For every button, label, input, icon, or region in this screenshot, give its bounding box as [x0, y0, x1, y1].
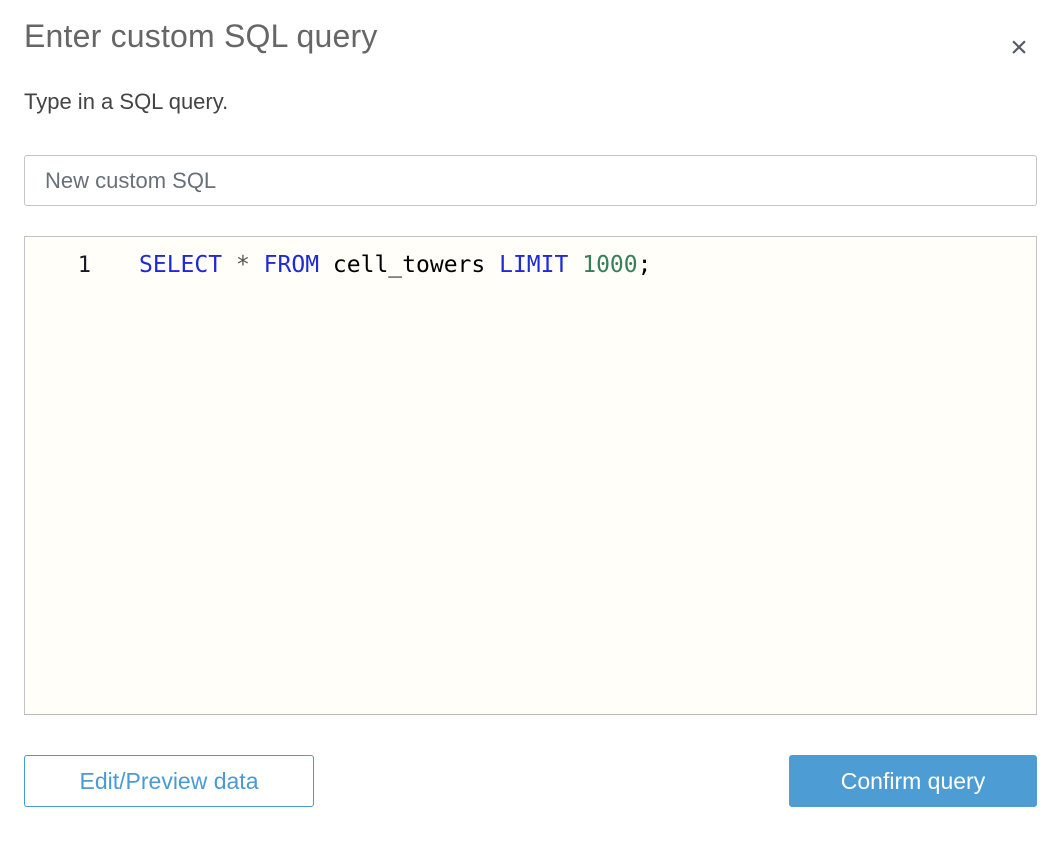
line-number: 1 [77, 253, 91, 278]
close-icon[interactable]: × [1003, 32, 1035, 64]
edit-preview-data-button[interactable]: Edit/Preview data [24, 755, 314, 807]
confirm-query-button[interactable]: Confirm query [789, 755, 1037, 807]
dialog-title: Enter custom SQL query [24, 18, 378, 54]
query-name-input[interactable] [24, 155, 1037, 206]
dialog-footer: Edit/Preview data Confirm query [24, 755, 1037, 807]
sql-editor[interactable]: 1 SELECT * FROM cell_towers LIMIT 1000; [24, 236, 1037, 715]
custom-sql-dialog: Enter custom SQL query × Type in a SQL q… [0, 16, 1061, 845]
editor-line[interactable]: 1 SELECT * FROM cell_towers LIMIT 1000; [25, 250, 1036, 281]
code-line: SELECT * FROM cell_towers LIMIT 1000; [139, 252, 652, 278]
dialog-subtitle: Type in a SQL query. [24, 89, 229, 114]
sql-editor-lines: 1 SELECT * FROM cell_towers LIMIT 1000; [25, 250, 1036, 281]
